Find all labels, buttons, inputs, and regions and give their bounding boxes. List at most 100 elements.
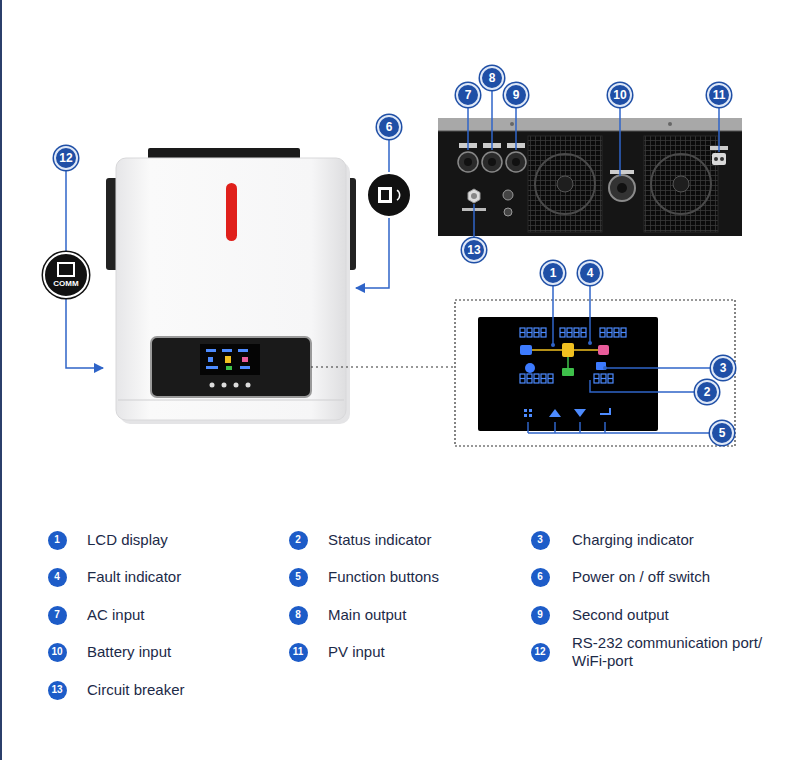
legend-number: 4Fault indicator [48,568,67,587]
legend-number: 7AC input [48,606,67,625]
callout-number: 6 [537,572,543,582]
zoom-frame [455,300,735,446]
panel-button [210,383,215,388]
lcd-digit [621,328,626,337]
part-description: Main output [328,606,518,624]
callout-number: 6 [386,121,393,133]
base-seam [118,399,344,400]
leader-line [605,367,710,369]
panel-button [234,383,239,388]
callout-number: 1 [550,267,557,279]
button-icon [524,414,527,417]
flow-line [567,357,569,368]
cable-gland [482,152,502,172]
callout-number: 5 [295,572,301,582]
callout-number: 2 [295,535,301,545]
screen-icon [225,356,231,363]
button-icon [529,409,532,412]
callout-number: 12 [59,152,72,164]
part-description: Charging indicator [572,531,787,549]
callout-number: 9 [537,610,543,620]
leader-line [589,286,591,343]
leader-dot [551,343,555,347]
lcd-digit [520,328,525,337]
callout-circle: 12 [54,146,78,170]
callout-number: 13 [467,244,480,256]
part-description: Circuit breaker [87,681,277,699]
port-symbol [57,262,75,277]
leader-dot [603,366,607,370]
leader-line [619,108,621,176]
breaker-button [471,193,477,199]
leader-line [491,91,493,150]
callout-circle: 10 [608,83,632,107]
callout-circle: 3 [711,356,735,380]
part-description: Battery input [87,643,277,661]
callout-number: 3 [537,535,543,545]
fan-grill [644,136,718,232]
part-description: PV input [328,643,518,661]
lcd-digit [567,328,572,337]
screen-mark [222,349,232,352]
display-panel [151,337,311,397]
edge-seam [438,131,742,132]
leader-line [388,140,390,172]
part-description: Power on / off switch [572,568,787,586]
page-edge [0,0,2,760]
callout-number: 11 [293,647,304,657]
lcd-digit [608,374,613,383]
part-description: RS-232 communication port/ WiFi-port [572,634,787,670]
callout-number: 4 [54,572,60,582]
lcd-digit [534,374,539,383]
leader-line [515,108,517,150]
screw [510,122,514,126]
bottom-panel [438,118,742,236]
button-icon [574,409,586,417]
callout-number: 10 [51,647,62,657]
part-description: Function buttons [328,568,518,586]
lcd-digit [520,374,525,383]
lcd-digit [548,374,553,383]
screw [504,208,512,216]
callout-number: 3 [720,362,727,374]
callout-number: 1 [54,535,60,545]
port-label: COMM [45,280,87,288]
screen-mark [206,366,218,369]
lcd-digit [601,374,606,383]
part-description: Fault indicator [87,568,277,586]
callout-circle: 8 [480,66,504,90]
lcd-digit [534,328,539,337]
callout-number: 12 [534,647,545,657]
screen-mark [240,366,250,369]
flow-line [574,349,598,351]
pv-pin [720,157,724,161]
screw [503,190,513,200]
lcd-digit [574,328,579,337]
cable-gland [458,152,478,172]
lcd-digit [614,328,619,337]
callout-number: 5 [719,427,726,439]
lcd-digit [607,328,612,337]
lcd-screen [478,317,658,431]
screen-mark [238,349,248,352]
button-icon [524,409,527,412]
leader-bracket [528,422,709,433]
flow-line [532,349,562,351]
lcd-digit [527,328,532,337]
inverter-bottom-view [438,118,742,236]
legend-number: 5Function buttons [289,568,308,587]
legend-number: 6Power on / off switch [531,568,550,587]
gland-hole [512,158,520,166]
fan-ring [535,154,595,214]
zoom-line [311,366,455,367]
callout-circle: 11 [707,83,731,107]
callout-number: 13 [51,685,62,695]
inverter-body [116,158,346,420]
callout-number: 2 [704,386,711,398]
power-switch-zoom [367,173,411,217]
legend-number: 12RS-232 communication port/ WiFi-port [531,643,550,662]
callout-number: 9 [513,89,520,101]
leader-line [65,170,67,252]
bottom-edge [438,118,742,131]
screw [668,122,672,126]
